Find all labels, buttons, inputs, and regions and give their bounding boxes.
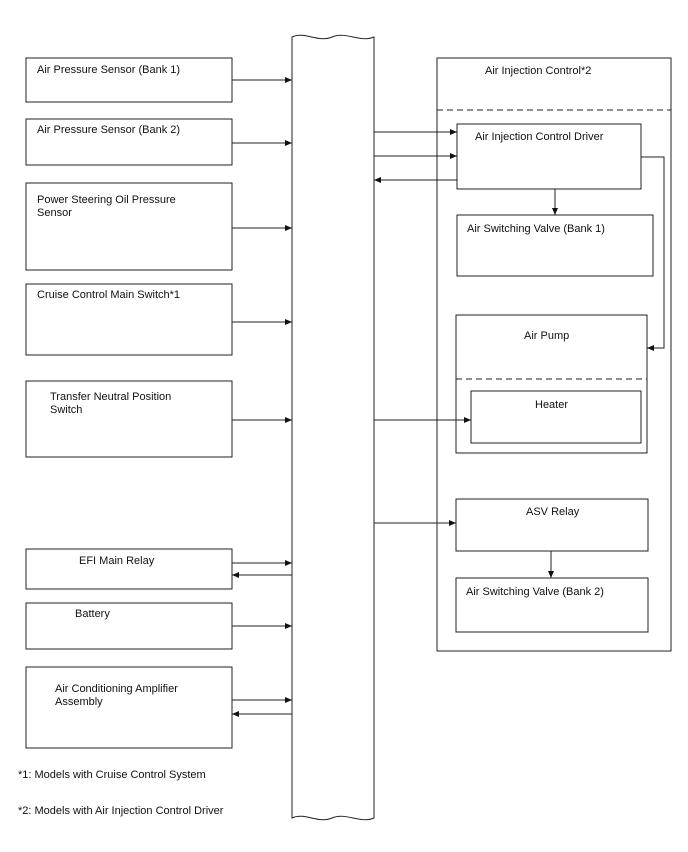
box-transfer-neutral-switch [25, 380, 233, 458]
box-heater [470, 390, 642, 444]
footnote-2: *2: Models with Air Injection Control Dr… [18, 805, 224, 817]
box-air-pressure-sensor-bank2 [25, 118, 233, 166]
footnote-1: *1: Models with Cruise Control System [18, 769, 206, 781]
label-air-pressure-sensor-bank2: Air Pressure Sensor (Bank 2) [37, 124, 181, 136]
air-injection-control-group [436, 57, 672, 652]
arrow-driver-to-air-pump [641, 156, 665, 351]
label-transfer-neutral-switch: Transfer Neutral Position Switch [50, 391, 172, 416]
label-cruise-control-switch: Cruise Control Main Switch*1 [37, 289, 181, 301]
label-power-steering-sensor: Power Steering Oil Pressure Sensor [37, 194, 176, 219]
label-switching-valve-bank1: Air Switching Valve (Bank 1) [467, 223, 605, 235]
ecm-strip [291, 34, 375, 821]
box-efi-main-relay [25, 548, 233, 590]
label-asv-relay: ASV Relay [526, 506, 580, 518]
label-switching-valve-bank2: Air Switching Valve (Bank 2) [466, 586, 604, 598]
box-ac-amplifier [25, 666, 233, 749]
box-battery [25, 602, 233, 650]
label-air-injection-driver: Air Injection Control Driver [475, 131, 604, 143]
label-heater: Heater [535, 399, 569, 411]
label-air-injection-control-group: Air Injection Control*2 [485, 65, 592, 77]
label-air-pump: Air Pump [524, 330, 570, 342]
label-ac-amplifier: Air Conditioning Amplifier Assembly [55, 683, 178, 708]
box-switching-valve-bank2 [455, 577, 649, 633]
label-battery: Battery [75, 608, 110, 620]
box-cruise-control-switch [25, 283, 233, 356]
box-asv-relay [455, 498, 649, 552]
box-power-steering-sensor [25, 182, 233, 271]
label-efi-main-relay: EFI Main Relay [79, 555, 155, 567]
box-air-pump [455, 314, 648, 454]
label-air-pressure-sensor-bank1: Air Pressure Sensor (Bank 1) [37, 64, 181, 76]
